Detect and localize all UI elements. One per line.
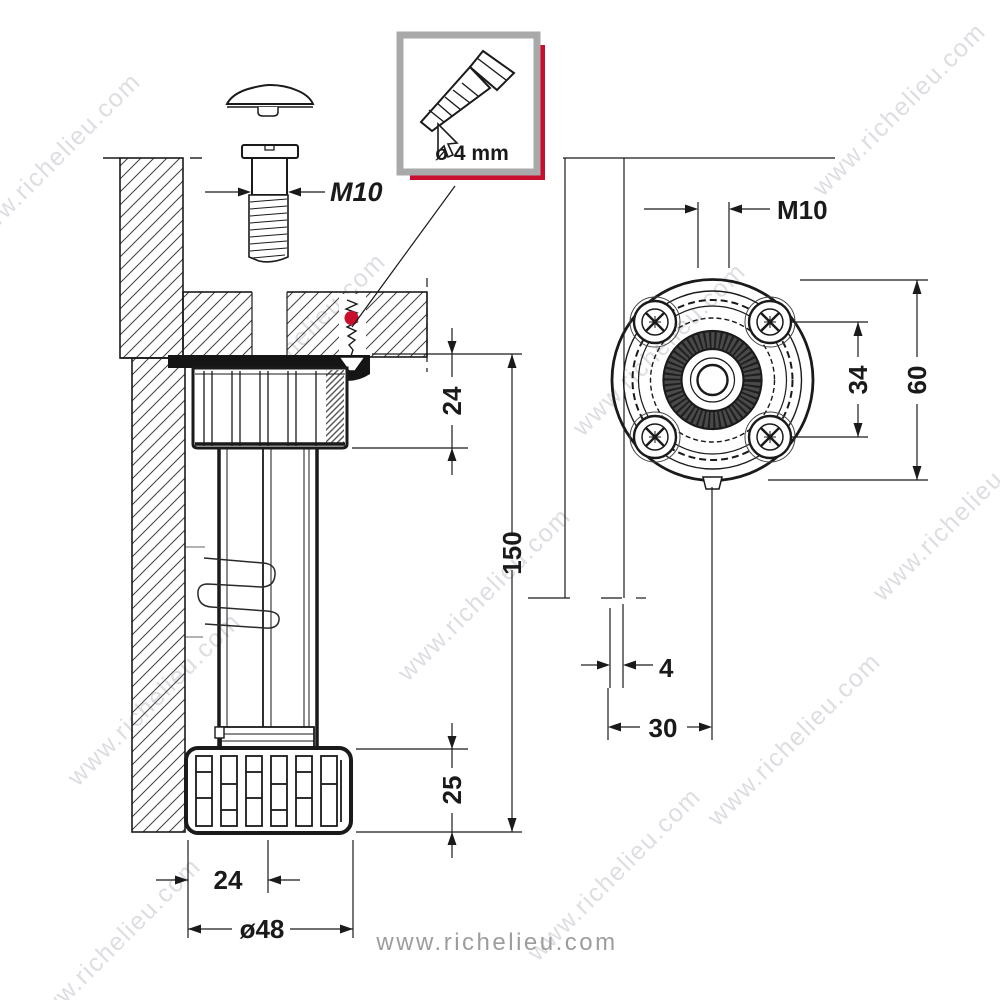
dim-face-offset [581,604,653,688]
toekick-clip [186,546,280,638]
dim-bolt-m10 [205,187,325,197]
toekick-panel-section [120,357,186,833]
bolt-threads [249,198,288,259]
dim-screw-spacing [792,321,868,438]
dim-screw-spacing-label: 34 [843,365,873,394]
plate-screw [629,411,681,463]
screw-icon [419,49,516,133]
watermark-text: www.richelieu.com [392,502,577,687]
foot-transition-ring [214,726,315,749]
countersunk-screw-head [337,356,367,372]
side-panel-section [103,157,202,359]
plate-bottom-tab [702,476,723,490]
red-dot [344,311,359,325]
cursor-icon [437,122,459,159]
collar-ribs [203,371,317,446]
foot-knurl [195,755,342,827]
plate-screw [744,296,796,348]
plate-screws [629,296,796,463]
dim-overall-height [507,354,517,832]
dim-plan-m10 [644,202,770,268]
dim-center-distance [607,487,713,740]
watermark-text: www.richelieu.com [867,422,1000,607]
cover-cap [225,83,315,117]
mounting-collar [168,355,370,450]
plate-screw [744,411,796,463]
pilot-screw [344,299,359,357]
dim-collar-height [352,328,522,475]
dim-foot-height-label: 25 [437,776,467,805]
dim-setback-label: 24 [214,865,243,895]
dim-center-distance-label: 30 [649,713,678,743]
footer-url[interactable]: www.richelieu.com [375,929,617,956]
center-hole [696,363,729,397]
dim-collar-height-label: 24 [437,386,467,415]
mounting-plate [610,278,815,490]
dim-foot-diameter [187,840,354,938]
center-hole-ring [689,357,736,403]
dim-bolt-m10-label: M10 [330,177,383,207]
dim-face-offset-label: 4 [659,653,674,683]
inset-callout [396,31,545,180]
watermark-text: www.richelieu.com [702,647,887,832]
bottom-panel-section [182,278,428,372]
m10-bolt [241,144,299,263]
dim-plate-diameter-label: 60 [902,366,932,395]
leg-tube [217,448,319,748]
watermark-text: www.richelieu.com [807,17,992,202]
adjustable-foot [184,746,353,835]
leader-line [351,185,456,328]
watermark-text: www.richelieu.com [22,852,207,1000]
dim-foot-diameter-label: ø48 [240,914,285,944]
plate-screw [629,296,681,348]
dim-foot-height [356,723,522,858]
side-section-view [103,83,522,938]
dim-plan-m10-label: M10 [777,195,828,225]
top-plan-view [528,157,928,740]
dim-plate-diameter [768,279,928,481]
inset-screw-size-label: ø 4 mm [435,142,509,165]
dim-overall-height-label: 150 [497,531,527,574]
dim-setback [156,840,300,893]
